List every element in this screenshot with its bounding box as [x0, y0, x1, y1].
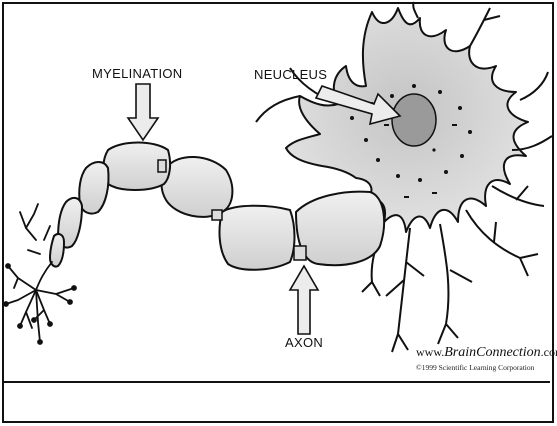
caption-divider	[4, 381, 550, 383]
nucleus	[392, 94, 436, 146]
watermark-suffix: .com	[541, 345, 557, 359]
myelination-label: MYELINATION	[92, 66, 182, 81]
myelination-arrow	[128, 84, 158, 140]
axon-arrow	[290, 266, 318, 334]
watermark-url: www.BrainConnection.com	[416, 345, 557, 361]
watermark-copyright: ©1999 Scientific Learning Corporation	[416, 363, 534, 372]
axon-label: AXON	[285, 335, 323, 350]
watermark-prefix: www.	[416, 345, 444, 359]
nucleus-label: NEUCLEUS	[254, 67, 327, 82]
watermark-brand: BrainConnection	[444, 345, 540, 360]
